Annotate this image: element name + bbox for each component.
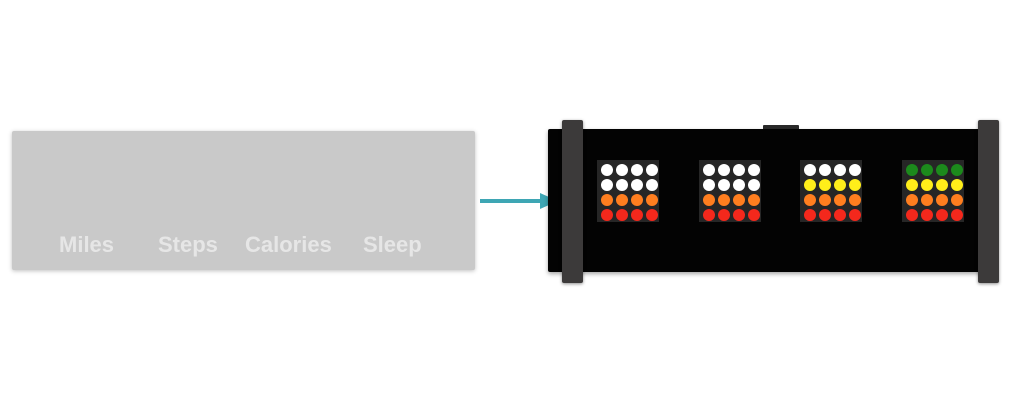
- led-yellow: [849, 179, 861, 191]
- led-white: [616, 164, 628, 176]
- led-red: [819, 209, 831, 221]
- led-orange: [748, 194, 760, 206]
- led-red: [703, 209, 715, 221]
- led-white: [733, 179, 745, 191]
- led-white: [834, 164, 846, 176]
- led-red: [631, 209, 643, 221]
- led-display-calories: [800, 160, 862, 222]
- metric-label-panel: Miles Steps Calories Sleep: [12, 131, 475, 270]
- led-red: [616, 209, 628, 221]
- led-white: [646, 164, 658, 176]
- led-white: [748, 164, 760, 176]
- led-yellow: [804, 179, 816, 191]
- led-orange: [819, 194, 831, 206]
- led-white: [601, 164, 613, 176]
- device-end-cap-right: [978, 120, 999, 283]
- led-white: [718, 164, 730, 176]
- led-display-sleep: [902, 160, 964, 222]
- device-end-cap-left: [562, 120, 583, 283]
- led-orange: [834, 194, 846, 206]
- led-orange: [631, 194, 643, 206]
- led-white: [703, 164, 715, 176]
- label-steps: Steps: [158, 232, 218, 257]
- led-white: [733, 164, 745, 176]
- led-red: [921, 209, 933, 221]
- led-orange: [616, 194, 628, 206]
- led-orange: [951, 194, 963, 206]
- led-white: [631, 164, 643, 176]
- led-yellow: [921, 179, 933, 191]
- led-red: [748, 209, 760, 221]
- led-display-steps: [699, 160, 761, 222]
- led-white: [646, 179, 658, 191]
- led-white: [849, 164, 861, 176]
- led-green: [951, 164, 963, 176]
- led-orange: [733, 194, 745, 206]
- led-orange: [718, 194, 730, 206]
- led-white: [631, 179, 643, 191]
- led-green: [906, 164, 918, 176]
- led-white: [804, 164, 816, 176]
- led-white: [616, 179, 628, 191]
- led-yellow: [834, 179, 846, 191]
- led-red: [834, 209, 846, 221]
- led-red: [646, 209, 658, 221]
- led-orange: [703, 194, 715, 206]
- led-red: [601, 209, 613, 221]
- led-yellow: [936, 179, 948, 191]
- label-calories: Calories: [245, 232, 332, 257]
- led-white: [703, 179, 715, 191]
- led-orange: [849, 194, 861, 206]
- led-orange: [936, 194, 948, 206]
- led-red: [936, 209, 948, 221]
- led-green: [936, 164, 948, 176]
- led-white: [601, 179, 613, 191]
- device-top-tab: [763, 125, 799, 131]
- led-red: [951, 209, 963, 221]
- led-orange: [906, 194, 918, 206]
- led-orange: [601, 194, 613, 206]
- label-sleep: Sleep: [363, 232, 422, 257]
- led-yellow: [906, 179, 918, 191]
- led-white: [748, 179, 760, 191]
- led-red: [718, 209, 730, 221]
- led-red: [804, 209, 816, 221]
- led-orange: [804, 194, 816, 206]
- led-red: [849, 209, 861, 221]
- led-white: [718, 179, 730, 191]
- led-red: [906, 209, 918, 221]
- led-orange: [646, 194, 658, 206]
- led-orange: [921, 194, 933, 206]
- led-yellow: [951, 179, 963, 191]
- label-miles: Miles: [59, 232, 115, 257]
- led-display-miles: [597, 160, 659, 222]
- led-white: [819, 164, 831, 176]
- led-yellow: [819, 179, 831, 191]
- led-green: [921, 164, 933, 176]
- led-red: [733, 209, 745, 221]
